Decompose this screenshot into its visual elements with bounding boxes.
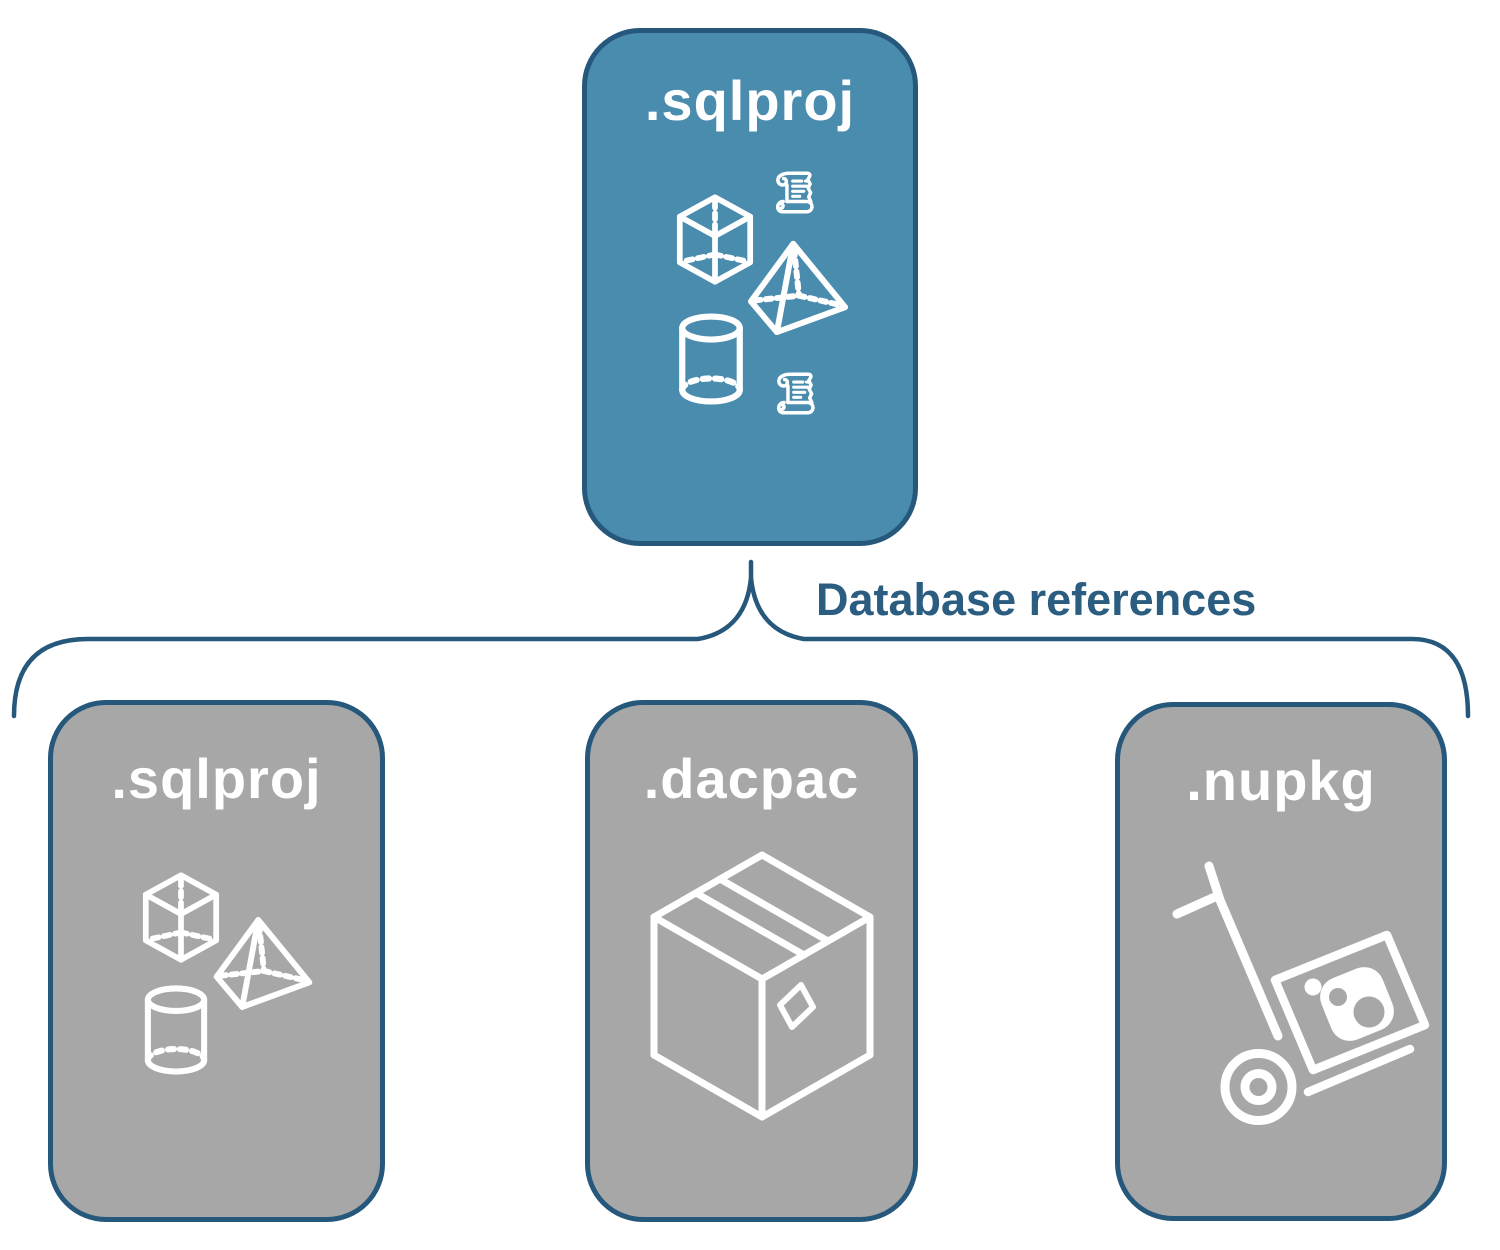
scroll-icon: [768, 164, 826, 224]
cylinder-icon: [675, 313, 747, 405]
root-node-card-sqlproj: .sqlproj: [582, 28, 918, 546]
reference-card-title: .sqlproj: [111, 747, 322, 810]
package-box-icon: [642, 843, 882, 1128]
pyramid-icon: [211, 915, 315, 1010]
database-references-label: Database references: [816, 574, 1257, 625]
reference-card-title: .nupkg: [1186, 749, 1376, 812]
nuget-hand-truck-icon: [1165, 850, 1430, 1135]
cylinder-icon: [141, 985, 211, 1075]
reference-card-title: .dacpac: [643, 747, 860, 810]
root-node-title: .sqlproj: [644, 69, 856, 132]
reference-card-dacpac: .dacpac: [585, 700, 918, 1222]
scroll-icon: [769, 365, 827, 425]
pyramid-icon: [745, 239, 851, 335]
reference-card-nupkg: .nupkg: [1115, 702, 1447, 1221]
reference-card-sqlproj: .sqlproj: [48, 700, 385, 1222]
